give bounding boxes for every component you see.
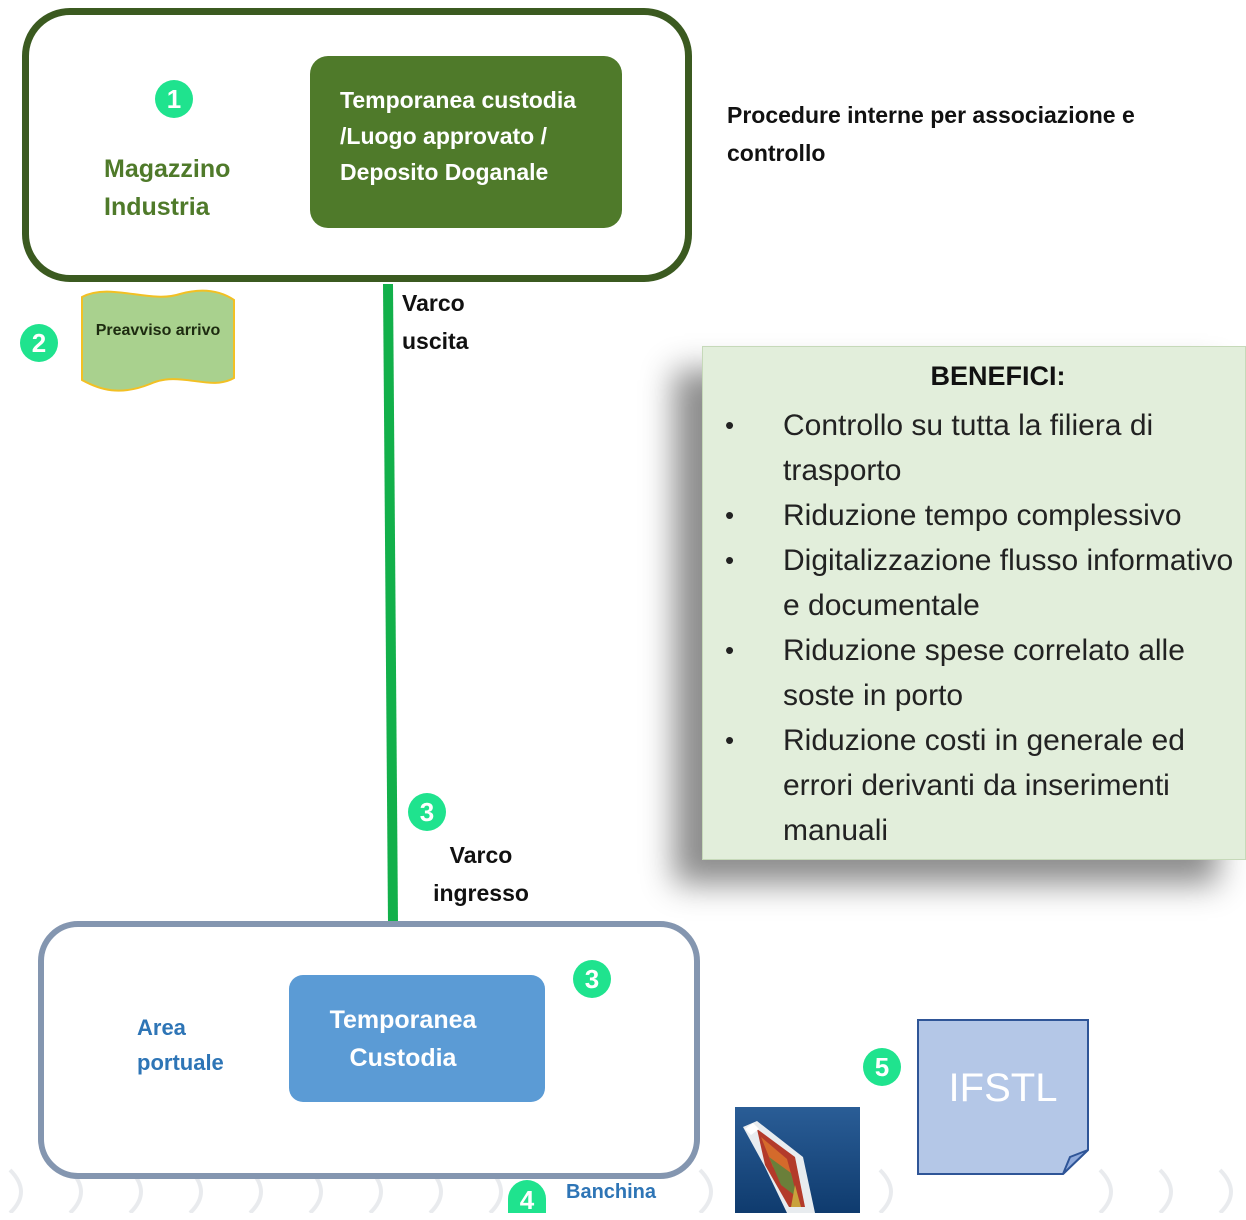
preavviso-label: Preavviso arrivo — [95, 322, 221, 339]
bullet-icon: • — [725, 545, 735, 575]
temporary-custody-box: Temporanea Custodia — [289, 975, 545, 1102]
benefit-item: • Controllo su tutta la filiera di traspo… — [703, 403, 1245, 493]
benefit-item: • Digitalizzazione flusso informativo e d… — [703, 538, 1245, 628]
preavviso-shape — [81, 289, 235, 392]
step-1-badge: 1 — [155, 80, 193, 118]
dock-label: Banchina — [566, 1181, 657, 1203]
procedures-label: Procedure interne per associazione e con… — [727, 102, 1135, 166]
ship-icon — [735, 1107, 860, 1213]
benefit-item: • Riduzione costi in generale ed errori d… — [703, 718, 1245, 853]
bullet-icon: • — [725, 500, 735, 530]
benefit-item: • Riduzione spese correlato alle soste in… — [703, 628, 1245, 718]
bullet-icon: • — [725, 635, 735, 665]
step-2-badge: 2 — [20, 324, 58, 362]
exit-gate-label: Varco uscita — [402, 290, 469, 354]
benefit-item: • Riduzione tempo complessivo — [703, 493, 1245, 538]
benefits-title: BENEFICI: — [930, 361, 1066, 391]
customs-storage-box: Temporanea custodia /Luogo approvato / D… — [310, 56, 622, 228]
port-area-label: Area portuale — [137, 1015, 224, 1075]
step-3-entry-badge: 3 — [408, 793, 446, 831]
warehouse-label: Magazzino Industria — [104, 155, 231, 221]
route-line — [383, 283, 398, 925]
benefits-panel: BENEFICI: • Controllo su tutta la filiera… — [702, 346, 1246, 860]
benefits-list: • Controllo su tutta la filiera di traspo… — [703, 403, 1245, 853]
entry-gate-label: Varco ingresso — [433, 842, 529, 906]
benefit-text: Controllo su tutta la filiera di traspor… — [783, 409, 1154, 487]
bullet-icon: • — [725, 410, 735, 440]
benefit-text: Riduzione tempo complessivo — [783, 499, 1182, 532]
ifstl-label: IFSTL — [948, 1066, 1058, 1110]
container-ship-image — [735, 1107, 860, 1213]
bullet-icon: • — [725, 725, 735, 755]
step-5-badge: 5 — [863, 1048, 901, 1086]
ifstl-doc-fold — [1062, 1149, 1089, 1175]
benefit-text: Riduzione spese correlato alle soste in … — [783, 634, 1185, 712]
benefit-text: Riduzione costi in generale ed errori de… — [783, 724, 1185, 847]
step-3-port-badge: 3 — [573, 960, 611, 998]
step-4-badge: 4 — [508, 1180, 546, 1215]
benefit-text: Digitalizzazione flusso informativo e do… — [783, 544, 1234, 622]
